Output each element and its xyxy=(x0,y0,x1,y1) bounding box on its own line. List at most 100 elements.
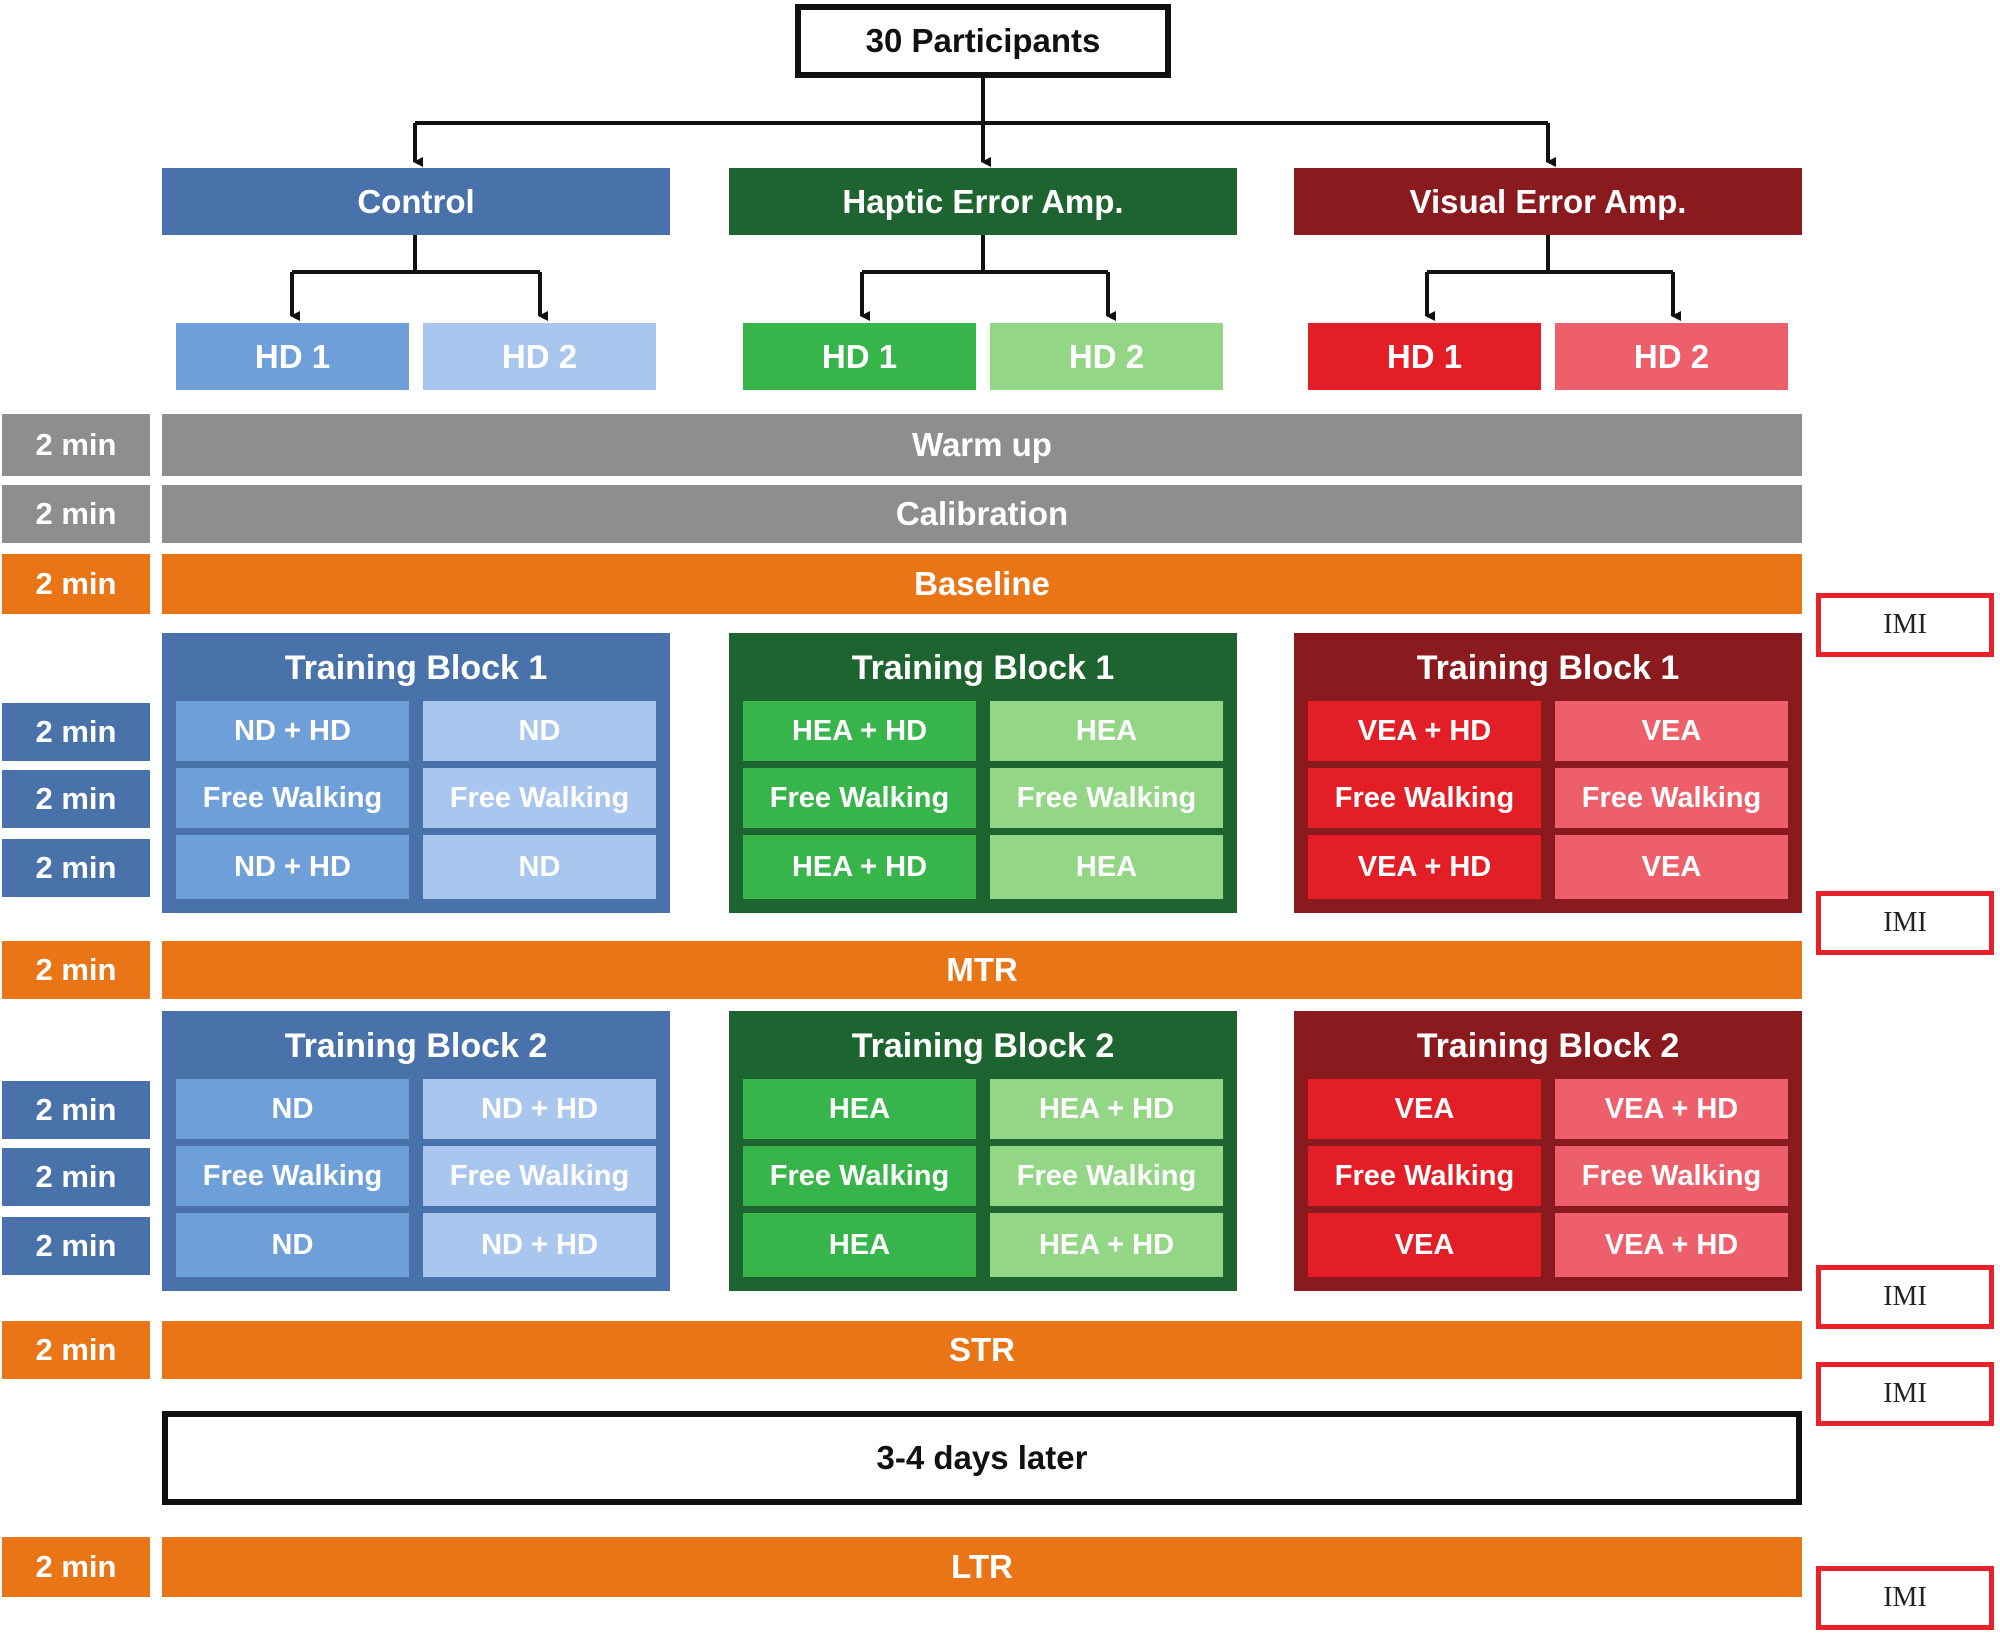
block-cell: ND xyxy=(176,1079,409,1139)
ltr-bar: LTR xyxy=(162,1537,1802,1597)
calibration-bar: Calibration xyxy=(162,485,1802,543)
phase-label: MTR xyxy=(946,951,1018,988)
block-cell: HEA + HD xyxy=(990,1213,1223,1277)
haptic-hd2-box: HD 2 xyxy=(990,323,1223,390)
connector-lines xyxy=(290,76,1681,321)
group-header-control: Control xyxy=(162,168,670,235)
duration-calibration: 2 min xyxy=(2,485,150,543)
duration-ltr: 2 min xyxy=(2,1537,150,1597)
hd-label: HD 2 xyxy=(1633,337,1710,375)
block-cell: HEA + HD xyxy=(743,701,976,761)
mtr-bar: MTR xyxy=(162,941,1802,999)
block-cell: Free Walking xyxy=(423,1146,656,1206)
block-cell: HEA + HD xyxy=(743,835,976,899)
block-cell: HEA xyxy=(743,1213,976,1277)
block-cell: Free Walking xyxy=(990,768,1223,828)
baseline-bar: Baseline xyxy=(162,554,1802,614)
phase-label: STR xyxy=(949,1331,1015,1368)
block-cell: Free Walking xyxy=(743,768,976,828)
duration-mtr: 2 min xyxy=(2,941,150,999)
block-title: Training Block 2 xyxy=(851,1026,1115,1065)
block-cell: VEA xyxy=(1308,1079,1541,1139)
duration-block1-row3: 2 min xyxy=(2,839,150,897)
block-cell: ND xyxy=(423,701,656,761)
block-cell: ND + HD xyxy=(176,701,409,761)
block-cell: Free Walking xyxy=(1308,768,1541,828)
block-cell: VEA xyxy=(1555,835,1788,899)
duration-block1-row1: 2 min xyxy=(2,703,150,761)
block-cell: HEA xyxy=(990,701,1223,761)
group-name: Haptic Error Amp. xyxy=(842,182,1124,220)
visual-hd2-box: HD 2 xyxy=(1555,323,1788,390)
imi-box-5: IMI xyxy=(1816,1566,1994,1630)
visual-training-block-1: Training Block 1 VEA + HD Free Walking V… xyxy=(1294,633,1802,913)
block-cell: ND + HD xyxy=(176,835,409,899)
duration-warmup: 2 min xyxy=(2,414,150,476)
block-cell: Free Walking xyxy=(176,768,409,828)
block-cell: ND xyxy=(176,1213,409,1277)
group-name: Visual Error Amp. xyxy=(1409,182,1687,220)
duration-str: 2 min xyxy=(2,1321,150,1379)
group-name: Control xyxy=(357,182,475,220)
block-cell: Free Walking xyxy=(1555,768,1788,828)
group-header-haptic: Haptic Error Amp. xyxy=(729,168,1237,235)
phase-label: 3-4 days later xyxy=(876,1439,1088,1476)
block-title: Training Block 2 xyxy=(1416,1026,1680,1065)
hd-label: HD 1 xyxy=(821,337,898,375)
block-cell: VEA + HD xyxy=(1308,701,1541,761)
group-header-visual: Visual Error Amp. xyxy=(1294,168,1802,235)
block-title: Training Block 2 xyxy=(284,1026,548,1065)
hd-label: HD 1 xyxy=(254,337,331,375)
control-training-block-2: Training Block 2 ND Free Walking ND ND +… xyxy=(162,1011,670,1291)
block-cell: VEA + HD xyxy=(1555,1079,1788,1139)
control-hd1-box: HD 1 xyxy=(176,323,409,390)
block-cell: Free Walking xyxy=(1308,1146,1541,1206)
block-cell: HEA + HD xyxy=(990,1079,1223,1139)
imi-box-2: IMI xyxy=(1816,891,1994,955)
warmup-bar: Warm up xyxy=(162,414,1802,476)
control-training-block-1: Training Block 1 ND + HD Free Walking ND… xyxy=(162,633,670,913)
participants-label: 30 Participants xyxy=(865,22,1101,59)
block-cell: ND + HD xyxy=(423,1213,656,1277)
block-cell: Free Walking xyxy=(1555,1146,1788,1206)
imi-box-3: IMI xyxy=(1816,1265,1994,1329)
block-cell: VEA + HD xyxy=(1308,835,1541,899)
duration-block2-row1: 2 min xyxy=(2,1081,150,1139)
participants-box: 30 Participants xyxy=(795,4,1171,78)
visual-training-block-2: Training Block 2 VEA Free Walking VEA VE… xyxy=(1294,1011,1802,1291)
haptic-training-block-2: Training Block 2 HEA Free Walking HEA HE… xyxy=(729,1011,1237,1291)
gap-box: 3-4 days later xyxy=(162,1411,1802,1505)
phase-label: Warm up xyxy=(912,426,1052,463)
str-bar: STR xyxy=(162,1321,1802,1379)
control-hd2-box: HD 2 xyxy=(423,323,656,390)
phase-label: Baseline xyxy=(914,565,1050,602)
block-cell: Free Walking xyxy=(423,768,656,828)
block-cell: Free Walking xyxy=(743,1146,976,1206)
block-cell: ND xyxy=(423,835,656,899)
haptic-training-block-1: Training Block 1 HEA + HD Free Walking H… xyxy=(729,633,1237,913)
phase-label: LTR xyxy=(951,1548,1013,1585)
block-cell: HEA xyxy=(990,835,1223,899)
duration-block2-row2: 2 min xyxy=(2,1148,150,1206)
block-cell: VEA xyxy=(1555,701,1788,761)
duration-block2-row3: 2 min xyxy=(2,1217,150,1275)
imi-box-4: IMI xyxy=(1816,1362,1994,1426)
block-cell: Free Walking xyxy=(990,1146,1223,1206)
block-cell: VEA + HD xyxy=(1555,1213,1788,1277)
phase-label: Calibration xyxy=(895,495,1069,532)
block-cell: VEA xyxy=(1308,1213,1541,1277)
visual-hd1-box: HD 1 xyxy=(1308,323,1541,390)
hd-label: HD 1 xyxy=(1386,337,1463,375)
duration-block1-row2: 2 min xyxy=(2,770,150,828)
duration-baseline: 2 min xyxy=(2,554,150,614)
block-title: Training Block 1 xyxy=(851,648,1115,687)
block-title: Training Block 1 xyxy=(284,648,548,687)
block-cell: Free Walking xyxy=(176,1146,409,1206)
hd-label: HD 2 xyxy=(501,337,578,375)
imi-box-1: IMI xyxy=(1816,593,1994,657)
block-title: Training Block 1 xyxy=(1416,648,1680,687)
haptic-hd1-box: HD 1 xyxy=(743,323,976,390)
hd-label: HD 2 xyxy=(1068,337,1145,375)
block-cell: ND + HD xyxy=(423,1079,656,1139)
block-cell: HEA xyxy=(743,1079,976,1139)
